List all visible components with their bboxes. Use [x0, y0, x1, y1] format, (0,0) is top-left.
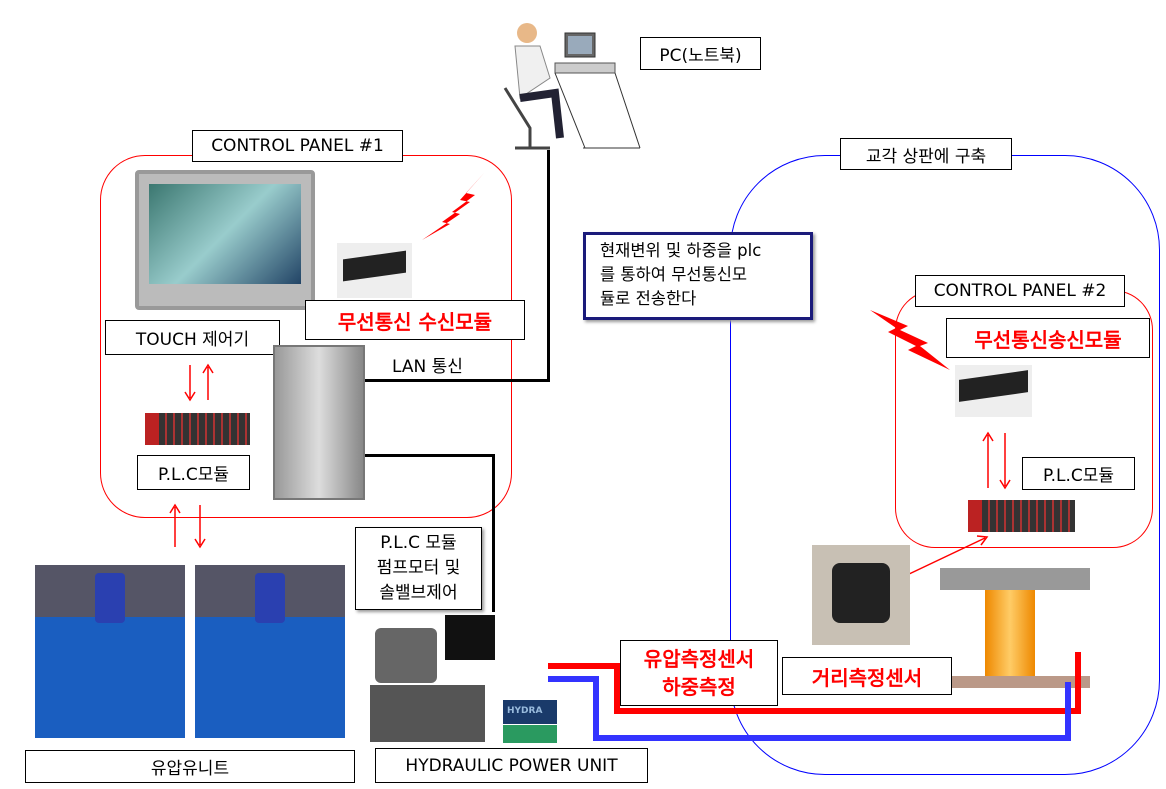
distance-sensor-label: 거리측정센서 [782, 657, 952, 695]
pc-user-illustration [503, 23, 641, 150]
hpu-cable [365, 454, 495, 457]
touch-plc-arrows [184, 363, 214, 402]
hydraulic-unit-image-1 [35, 565, 185, 738]
plc-module-label-2: P.L.C모듈 [1022, 457, 1135, 490]
plc-module-label-1: P.L.C모듈 [137, 455, 250, 490]
control-panel-2-title: CONTROL PANEL #2 [915, 275, 1125, 307]
return-line [548, 676, 1071, 741]
pump-control-note: P.L.C 모듈 펌프모터 및 솔밸브제어 [355, 527, 482, 610]
transmitter-module-image [955, 365, 1032, 417]
hpu-label: HYDRAULIC POWER UNIT [375, 748, 648, 783]
hydraulic-units-label: 유압유니트 [25, 750, 355, 783]
transmission-note: 현재변위 및 하중을 plc 를 통하여 무선통신모 듈로 전송한다 [583, 232, 813, 320]
plc-module-image [145, 413, 250, 445]
touch-controller-label: TOUCH 제어기 [105, 320, 280, 355]
receiver-module-label: 무선통신 수신모듈 [305, 300, 525, 340]
panel2-plc-arrows [982, 431, 1011, 490]
sensor-link-arrow [906, 535, 989, 576]
lan-label: LAN 통신 [392, 357, 463, 377]
pressure-line [548, 652, 1081, 714]
lan-cable [365, 379, 550, 382]
wireless-signal-icon-2 [870, 310, 950, 370]
control-cabinet-image [273, 345, 365, 500]
touch-panel-image [135, 170, 315, 310]
hydraulic-unit-image-2 [195, 565, 345, 738]
hpu-cable-vertical [492, 454, 495, 612]
control-panel-1-title: CONTROL PANEL #1 [192, 130, 403, 162]
receiver-module-image [337, 243, 412, 298]
pc-label: PC(노트북) [640, 37, 761, 70]
hydraulic-unit-arrows [169, 503, 206, 549]
plc-module-image-2 [968, 500, 1075, 532]
hydraulic-power-unit-image: HYDRA [365, 600, 557, 745]
transmitter-module-label: 무선통신송신모듈 [946, 318, 1150, 358]
lan-cable-vertical [547, 150, 550, 382]
site-title: 교각 상판에 구축 [840, 138, 1012, 170]
distance-sensor-image [812, 545, 910, 645]
pressure-sensor-label: 유압측정센서 하중측정 [620, 640, 778, 706]
bridge-jack-structure [940, 568, 1090, 700]
